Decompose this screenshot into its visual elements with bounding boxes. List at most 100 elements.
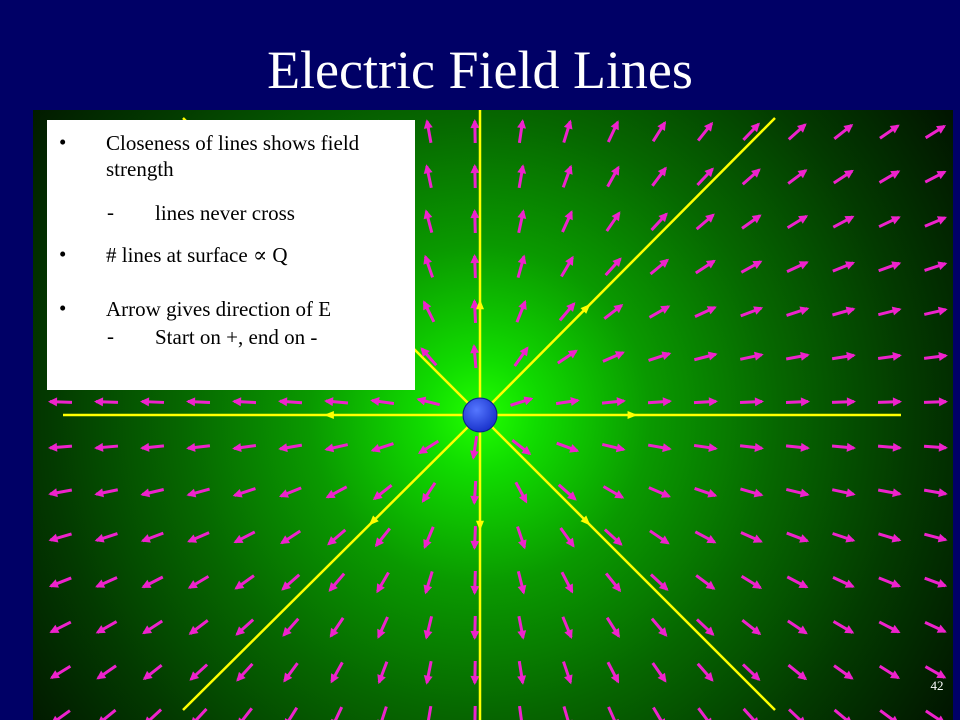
arrow-head [517, 630, 527, 640]
field-vector-arrow [232, 443, 257, 452]
field-vector-arrow [832, 169, 854, 185]
field-vector-arrow [186, 397, 211, 407]
arrow-head [892, 351, 902, 361]
field-vector-arrow [423, 571, 434, 595]
arrow-head [470, 164, 480, 174]
field-vector-arrow [741, 214, 762, 230]
field-vector-arrow [421, 482, 437, 503]
field-line [476, 110, 484, 415]
field-vector-arrow [280, 529, 302, 545]
slide-title: Electric Field Lines [267, 40, 693, 100]
field-vector-arrow [422, 300, 436, 323]
field-vector-arrow [188, 619, 209, 635]
arrow-shaft [742, 707, 756, 720]
field-vector-arrow [514, 481, 528, 504]
field-line-arrow [476, 520, 484, 531]
field-vector-arrow [96, 664, 117, 680]
field-vector-arrow [693, 351, 718, 362]
bullet-text: Closeness of lines shows field strength [106, 131, 360, 181]
arrow-head [708, 443, 718, 453]
field-vector-arrow [787, 619, 808, 635]
field-vector-arrow [923, 532, 948, 543]
field-vector-arrow [517, 164, 527, 189]
arrow-head [753, 306, 764, 315]
arrow-head [659, 535, 670, 545]
arrow-head [48, 397, 58, 407]
field-vector-arrow [140, 531, 164, 543]
arrow-head [937, 306, 948, 316]
arrow-head [518, 539, 527, 550]
field-vector-arrow [186, 487, 211, 498]
arrow-head [566, 302, 576, 312]
arrow-head [704, 672, 714, 682]
field-vector-arrow [693, 397, 718, 407]
field-vector-arrow [516, 254, 527, 279]
arrow-head [706, 306, 717, 315]
field-vector-arrow [785, 351, 810, 361]
arrow-head [889, 670, 901, 679]
field-vector-arrow [831, 442, 856, 452]
field-vector-arrow [923, 352, 948, 361]
arrow-head [470, 675, 480, 685]
arrow-head [707, 351, 718, 361]
arrow-head [752, 260, 763, 270]
field-vector-arrow [95, 620, 118, 634]
field-vector-arrow [377, 616, 389, 639]
arrow-head [564, 583, 574, 594]
arrow-head [232, 397, 242, 407]
arrow-head [797, 671, 808, 681]
field-vector-arrow [879, 709, 898, 720]
arrow-head [938, 352, 948, 361]
field-vector-arrow [787, 169, 808, 185]
arrow-head [423, 209, 433, 220]
field-vector-arrow [515, 299, 527, 323]
field-vector-arrow [740, 306, 764, 318]
arrow-head [48, 579, 59, 588]
field-vector-arrow [607, 706, 619, 720]
arrow-head [889, 124, 900, 134]
field-line-arrow [368, 515, 379, 526]
field-vector-arrow [925, 709, 944, 720]
bullet-text: Arrow gives direction of E [106, 297, 332, 321]
field-vector-arrow [516, 570, 527, 595]
arrow-head [324, 397, 334, 407]
field-line [479, 117, 776, 416]
arrow-head [660, 305, 671, 314]
field-vector-arrow [140, 442, 165, 452]
arrow-head [937, 579, 948, 588]
field-vector-arrow [232, 397, 257, 407]
arrow-head [518, 299, 527, 310]
field-vector-arrow [923, 442, 948, 452]
field-vector-arrow [48, 442, 73, 452]
field-vector-arrow [48, 576, 72, 588]
arrow-shaft [833, 708, 849, 720]
field-vector-arrow [470, 344, 480, 369]
arrow-head [96, 670, 107, 680]
field-vector-arrow [695, 618, 715, 636]
sub-bullet-text: Start on +, end on - [155, 325, 318, 349]
field-vector-arrow [604, 257, 622, 277]
field-vector-arrow [510, 396, 534, 407]
field-vector-arrow [145, 708, 163, 720]
field-vector-arrow [695, 574, 716, 590]
arrow-head [615, 443, 626, 453]
field-vector-arrow [142, 619, 164, 635]
field-vector-arrow [923, 397, 948, 407]
arrow-head [470, 209, 480, 219]
field-vector-arrow [423, 209, 434, 234]
field-vector-arrow [601, 442, 626, 453]
arrow-head [800, 351, 810, 361]
arrow-head [661, 351, 672, 361]
field-vector-arrow [832, 261, 856, 273]
field-vector-arrow [517, 660, 527, 685]
field-vector-arrow [561, 164, 573, 188]
arrow-head [517, 675, 527, 685]
arrow-head [797, 625, 808, 635]
arrow-head [799, 534, 810, 543]
field-vector-arrow [561, 210, 573, 233]
field-vector-arrow [513, 346, 529, 367]
field-vector-arrow [278, 443, 303, 453]
field-vector-arrow [557, 483, 577, 501]
arrow-head [705, 213, 715, 223]
arrow-head [324, 443, 335, 453]
